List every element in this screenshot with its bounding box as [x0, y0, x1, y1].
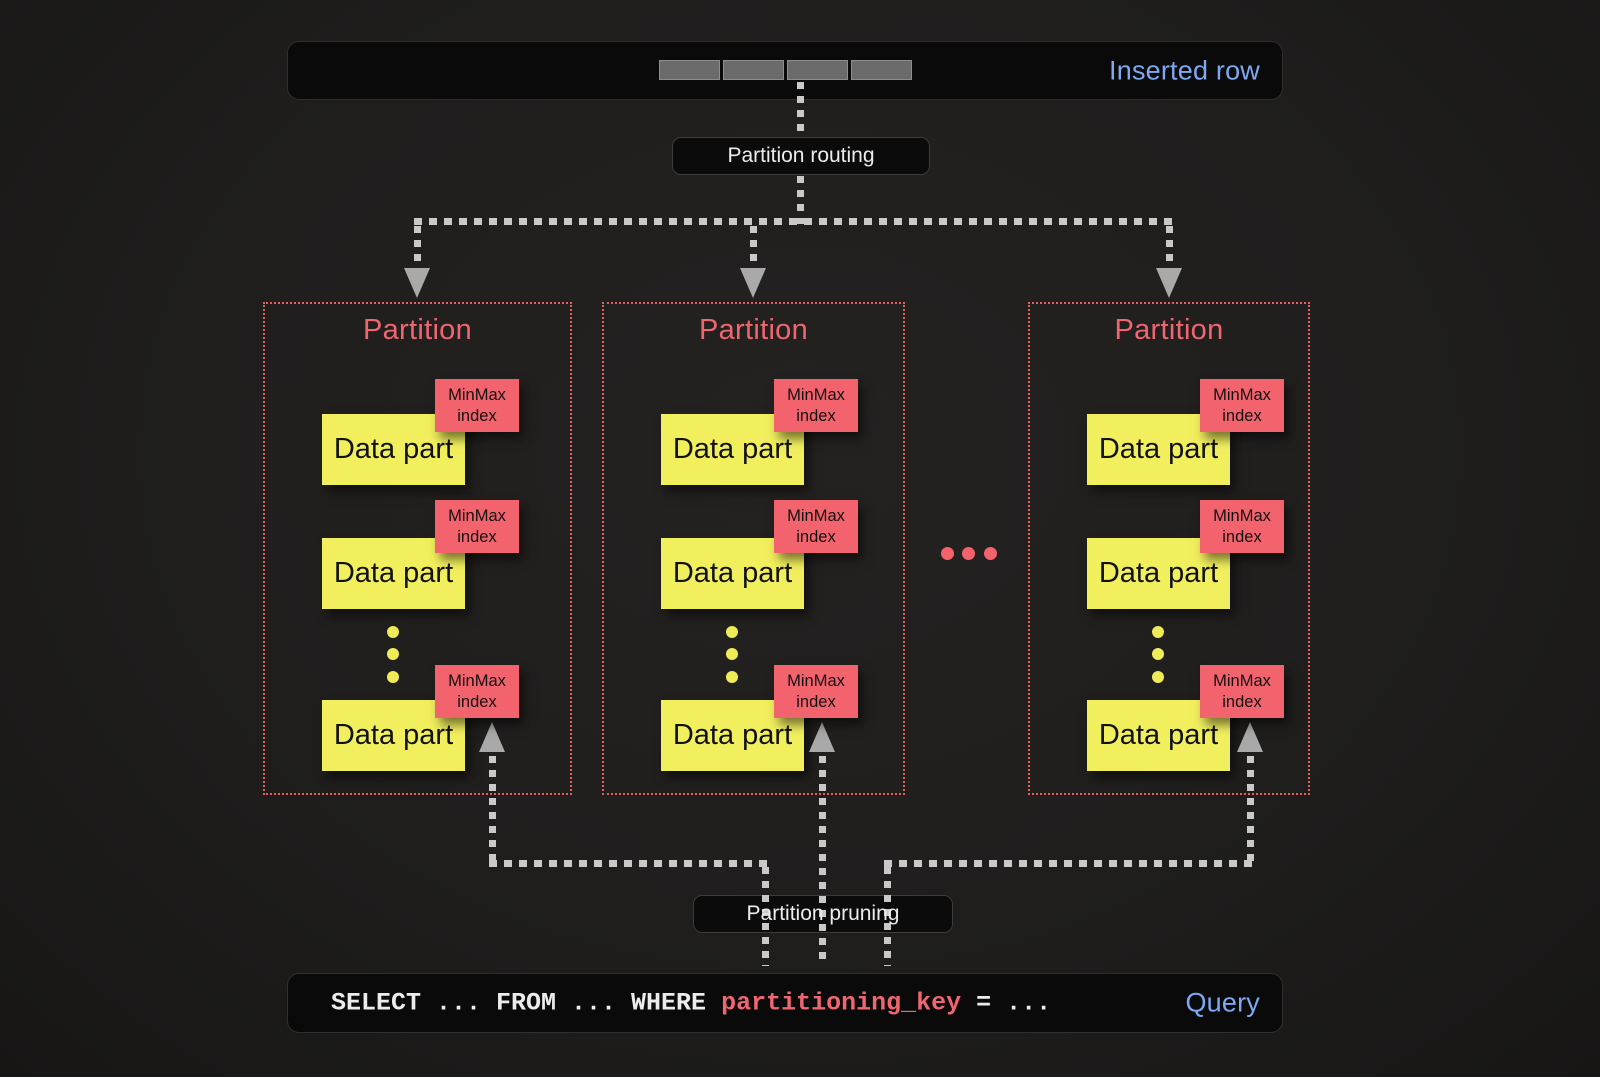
partition-title: Partition — [1114, 314, 1224, 346]
dotted-connector — [797, 82, 804, 136]
dotted-connector — [750, 226, 757, 268]
ellipsis-dot — [1152, 626, 1164, 638]
sql-partitioning-key: partitioning_key — [721, 988, 962, 1018]
sql-select-clause: SELECT ... FROM ... WHERE — [331, 988, 722, 1018]
arrow-down-icon — [1156, 268, 1182, 298]
inserted-row-bar: Inserted row — [287, 41, 1283, 100]
ellipsis-dot — [962, 547, 975, 560]
sql-query-text: SELECT ... FROM ... WHERE partitioning_k… — [331, 989, 1051, 1018]
ellipsis-dot — [941, 547, 954, 560]
query-bar: SELECT ... FROM ... WHERE partitioning_k… — [287, 973, 1283, 1033]
ellipsis-dot — [726, 626, 738, 638]
ellipsis-dot — [726, 648, 738, 660]
dotted-connector — [762, 867, 769, 966]
dotted-connector — [884, 860, 1254, 867]
partition-title: Partition — [698, 314, 809, 346]
row-cells — [659, 60, 912, 80]
dotted-connector — [489, 756, 496, 864]
data-part-box: Data part — [322, 700, 465, 771]
minmax-index-box: MinMax index — [1200, 665, 1284, 718]
dotted-connector — [884, 867, 891, 966]
query-label: Query — [1185, 987, 1260, 1018]
arrow-up-icon — [1237, 722, 1263, 752]
arrow-up-icon — [479, 722, 505, 752]
arrow-down-icon — [404, 268, 430, 298]
ellipsis-dot — [1152, 671, 1164, 683]
minmax-index-box: MinMax index — [1200, 379, 1284, 432]
ellipsis-dot — [387, 648, 399, 660]
data-part-box: Data part — [1087, 538, 1230, 609]
partition-title: Partition — [362, 314, 473, 346]
dotted-connector — [1247, 756, 1254, 864]
sql-suffix: = ... — [961, 988, 1052, 1018]
minmax-index-box: MinMax index — [435, 500, 519, 553]
row-cell — [851, 60, 912, 80]
ellipsis-dot — [387, 626, 399, 638]
data-part-box: Data part — [1087, 700, 1230, 771]
arrow-down-icon — [740, 268, 766, 298]
row-cell — [659, 60, 720, 80]
data-part-box: Data part — [322, 538, 465, 609]
partition-box: Partition MinMax index Data part MinMax … — [263, 302, 572, 795]
minmax-index-box: MinMax index — [1200, 500, 1284, 553]
minmax-index-box: MinMax index — [435, 665, 519, 718]
partition-box: Partition MinMax index Data part MinMax … — [602, 302, 905, 795]
minmax-index-box: MinMax index — [774, 500, 858, 553]
ellipsis-dot — [984, 547, 997, 560]
minmax-index-box: MinMax index — [435, 379, 519, 432]
dotted-connector — [489, 860, 769, 867]
ellipsis-dot — [1152, 648, 1164, 660]
dotted-connector — [1166, 226, 1173, 268]
row-cell — [787, 60, 848, 80]
dotted-connector — [797, 176, 804, 224]
partition-box: Partition MinMax index Data part MinMax … — [1028, 302, 1310, 795]
dotted-connector — [414, 218, 1172, 225]
minmax-index-box: MinMax index — [774, 665, 858, 718]
partition-routing-text: Partition routing — [727, 144, 875, 167]
row-cell — [723, 60, 784, 80]
dotted-connector — [414, 226, 421, 268]
partition-routing-label: Partition routing — [672, 137, 930, 175]
partition-pruning-text: Partition pruning — [746, 902, 900, 925]
ellipsis-dot — [387, 671, 399, 683]
arrow-up-icon — [809, 722, 835, 752]
ellipsis-dot — [726, 671, 738, 683]
dotted-connector — [819, 756, 826, 966]
inserted-row-label: Inserted row — [1109, 55, 1260, 85]
minmax-index-box: MinMax index — [774, 379, 858, 432]
